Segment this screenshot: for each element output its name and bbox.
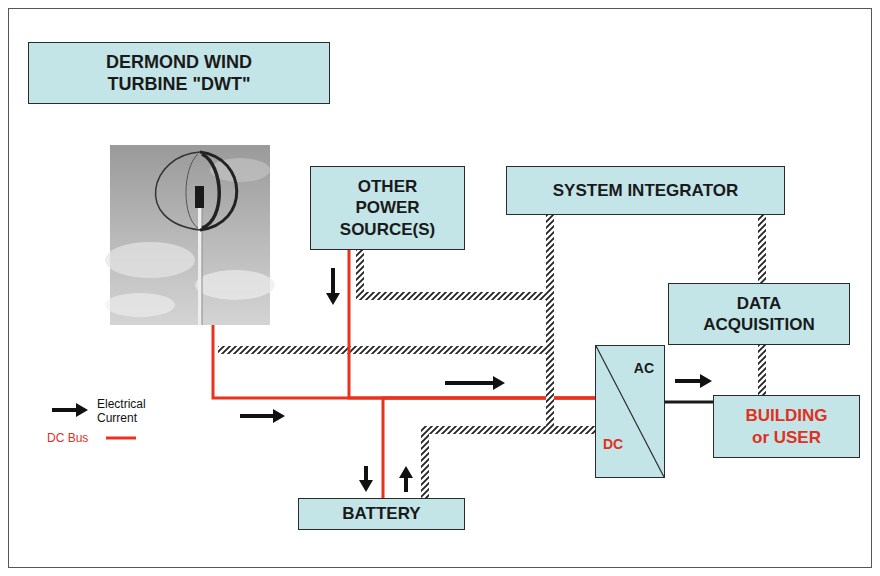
source-box: OTHER POWER SOURCE(S) (310, 166, 465, 250)
battery-box: BATTERY (298, 498, 465, 530)
load-box: BUILDING or USER (713, 395, 860, 458)
node-label: AC (634, 360, 654, 378)
frame-border (9, 9, 872, 568)
controller-box: SYSTEM INTEGRATOR (506, 166, 785, 215)
node-label: DC (603, 436, 623, 454)
data-box: DATA ACQUISITION (668, 283, 850, 345)
node-label: OTHER POWER SOURCE(S) (333, 176, 443, 240)
turbine-photo (105, 145, 275, 325)
power-line (349, 250, 595, 398)
control-link (218, 346, 550, 354)
control-link (425, 215, 550, 498)
node-label: SYSTEM INTEGRATOR (553, 180, 738, 201)
power-line (665, 401, 713, 404)
control-link (758, 345, 766, 395)
dc-bus (213, 325, 595, 398)
node-label: BATTERY (342, 503, 420, 524)
connectors (349, 215, 762, 498)
title-box: DERMOND WIND TURBINE "DWT" (28, 42, 330, 104)
node-label: DATA ACQUISITION (689, 293, 829, 336)
legend-label: DC Bus (47, 431, 103, 445)
current-arrows (240, 268, 712, 492)
legend-label: Electrical Current (97, 397, 163, 426)
node-label: DERMOND WIND TURBINE "DWT" (69, 51, 289, 96)
power-line (383, 398, 595, 498)
control-link (758, 215, 766, 283)
control-link (550, 215, 595, 430)
node-label: BUILDING or USER (737, 405, 837, 448)
inverter-box: AC DC (595, 345, 665, 478)
